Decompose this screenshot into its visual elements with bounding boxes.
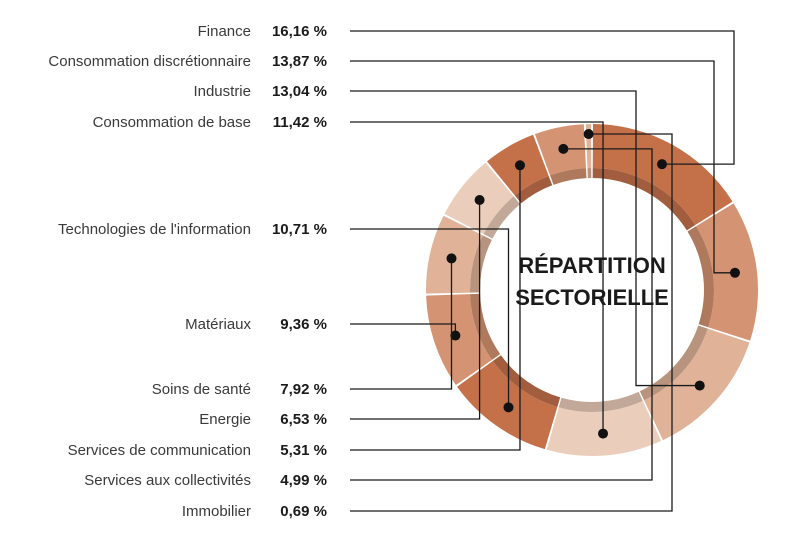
leader-lines xyxy=(350,30,740,512)
slice-label: Finance xyxy=(198,23,251,40)
leader-dot xyxy=(450,330,461,341)
slice-inner-band xyxy=(550,168,587,185)
slice-label: Immobilier xyxy=(182,503,251,520)
chart-title-line-1: RÉPARTITION xyxy=(518,253,665,278)
slice-label: Services de communication xyxy=(68,442,251,459)
leader-line xyxy=(350,200,481,420)
slice-value-label: 7,92 % xyxy=(280,381,327,398)
slice-label: Technologies de l'information xyxy=(58,221,251,238)
slice-inner-band xyxy=(587,168,592,179)
slice-value-label: 16,16 % xyxy=(272,23,327,40)
slice-value-label: 13,04 % xyxy=(272,83,327,100)
leader-dot xyxy=(503,402,514,413)
slice-label: Industrie xyxy=(193,83,251,100)
slice-value-label: 10,71 % xyxy=(272,221,327,238)
leader-line xyxy=(350,121,604,434)
leader-dot xyxy=(657,159,668,170)
leader-line xyxy=(350,30,735,165)
slice-inner-band xyxy=(687,226,714,328)
slice-label: Consommation discrétionnaire xyxy=(48,53,251,70)
slice-value-label: 9,36 % xyxy=(280,316,327,333)
slice-value-label: 5,31 % xyxy=(280,442,327,459)
chart-title-line-2: SECTORIELLE xyxy=(515,285,669,310)
leader-line xyxy=(350,258,453,390)
slice-inner-band xyxy=(470,235,492,293)
leader-line xyxy=(350,90,700,387)
leader-line xyxy=(350,228,510,408)
slice-value-label: 11,42 % xyxy=(273,114,327,131)
leader-line xyxy=(350,148,653,481)
leader-dot xyxy=(694,380,705,391)
slice-value-label: 4,99 % xyxy=(280,472,327,489)
slice-label: Soins de santé xyxy=(152,381,251,398)
slice-mat-riaux xyxy=(426,294,492,386)
leader-dot xyxy=(474,195,485,206)
leader-dot xyxy=(729,267,740,278)
slice-inner-band xyxy=(483,196,521,239)
leader-line xyxy=(350,60,735,274)
slice-inner-band xyxy=(639,325,708,401)
slice-value-label: 0,69 % xyxy=(280,503,327,520)
leader-dot xyxy=(583,129,594,140)
slice-label: Consommation de base xyxy=(93,114,251,131)
slice-value-label: 13,87 % xyxy=(272,53,327,70)
slice-label: Matériaux xyxy=(185,316,251,333)
leader-line xyxy=(350,133,673,512)
slice-inner-band xyxy=(514,175,553,204)
leader-dot xyxy=(514,160,525,171)
slice-consommation-discr-tionnaire xyxy=(696,203,758,341)
slice-inner-band xyxy=(470,293,501,360)
slice-label: Energie xyxy=(199,411,251,428)
leader-dot xyxy=(558,143,569,154)
leader-dot xyxy=(446,253,457,264)
slice-inner-band xyxy=(558,391,643,412)
leader-dot xyxy=(598,428,609,439)
slice-value-label: 6,53 % xyxy=(280,411,327,428)
slice-label: Services aux collectivités xyxy=(84,472,251,489)
slice-consommation-de-base xyxy=(546,400,662,456)
slice-inner-band xyxy=(492,355,561,407)
leader-line xyxy=(350,165,521,451)
slice-labels: Finance 16,16 % Consommation discrétionnai… xyxy=(48,23,327,520)
